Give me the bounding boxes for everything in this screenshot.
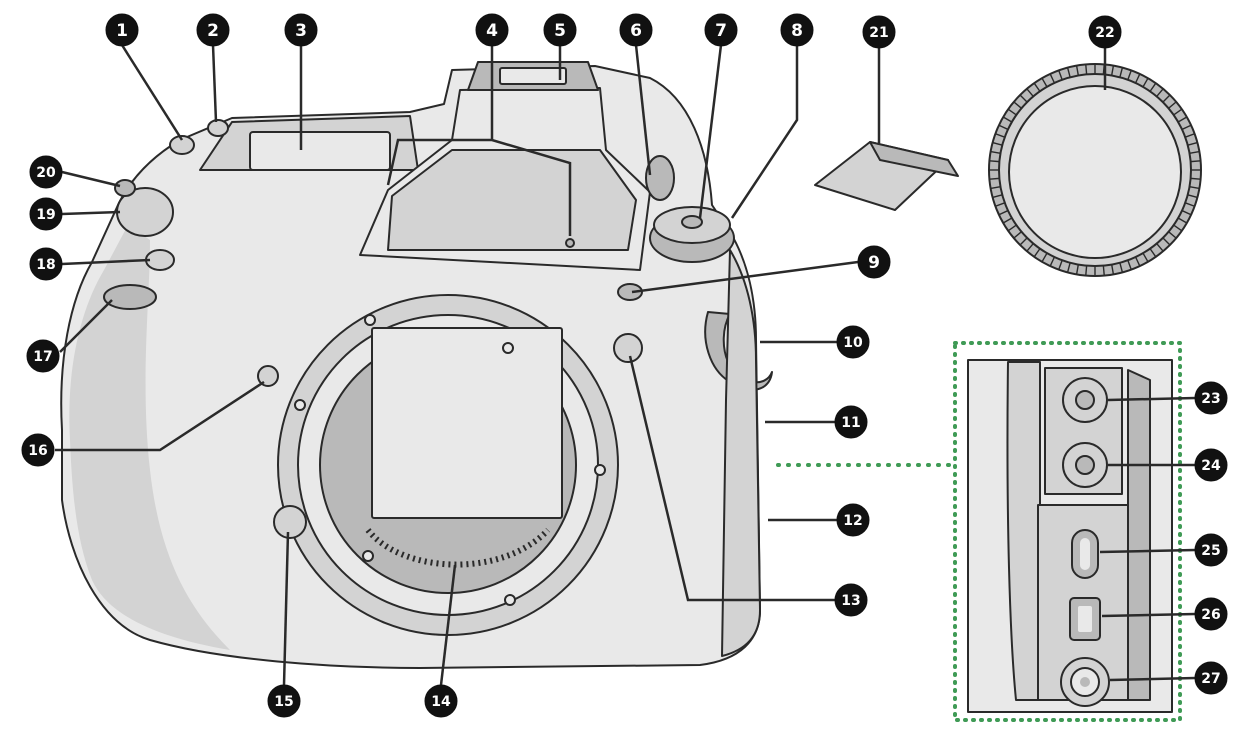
mount-screw [363, 551, 373, 561]
callout-16-label: 16 [28, 443, 47, 459]
callout-6-label: 6 [630, 21, 642, 41]
front-fn-button [614, 334, 642, 362]
remote-release-pin [1080, 677, 1090, 687]
mount-screw [365, 315, 375, 325]
mount-screw [505, 595, 515, 605]
callout-22-label: 22 [1095, 25, 1114, 41]
callout-5-label: 5 [554, 21, 566, 41]
callout-3-label: 3 [295, 21, 307, 41]
hdmi-tongue [1078, 606, 1092, 632]
image-sensor [372, 328, 562, 518]
callout-23-label: 23 [1201, 391, 1220, 407]
leader-19 [62, 212, 120, 214]
headphone-jack-hole [1076, 456, 1094, 474]
leader-1 [122, 45, 182, 140]
callout-7-label: 7 [715, 21, 727, 41]
callout-18-label: 18 [36, 257, 55, 273]
knurl-tick [1191, 178, 1201, 179]
knurl-tick [1086, 266, 1087, 276]
mount-screw [295, 400, 305, 410]
knurl-tick [1103, 266, 1104, 276]
mount-screw [595, 465, 605, 475]
callout-2-label: 2 [207, 21, 219, 41]
mic-jack-hole [1076, 391, 1094, 409]
mount-screw [503, 343, 513, 353]
hot-shoe-cover [815, 142, 958, 210]
callout-20-label: 20 [36, 165, 56, 181]
rear-dial-top [646, 156, 674, 200]
callout-8-label: 8 [791, 21, 803, 41]
usb-c-tongue [1080, 538, 1090, 570]
leader-2 [213, 45, 216, 122]
callout-19-label: 19 [36, 207, 55, 223]
knurl-tick [989, 161, 999, 162]
callout-9-label: 9 [868, 253, 880, 273]
callout-14-label: 14 [431, 694, 451, 710]
on-off-switch [115, 180, 135, 196]
callout-10-label: 10 [843, 335, 863, 351]
callout-21-label: 21 [869, 25, 888, 41]
callout-15-label: 15 [274, 694, 293, 710]
callout-13-label: 13 [841, 593, 860, 609]
callout-24-label: 24 [1201, 458, 1221, 474]
lens-release-button [274, 506, 306, 538]
callout-1-label: 1 [116, 21, 128, 41]
callout-12-label: 12 [843, 513, 862, 529]
callout-17-label: 17 [33, 349, 52, 365]
body-cap [989, 64, 1201, 276]
callout-4-label: 4 [486, 21, 498, 41]
leader-20 [62, 172, 120, 186]
camera-body [61, 62, 772, 668]
mic-hole [566, 239, 574, 247]
hot-shoe-plate [500, 68, 566, 84]
callout-11-label: 11 [841, 415, 860, 431]
leader-8 [732, 45, 797, 218]
top-lcd [250, 132, 390, 170]
exposure-comp-button [208, 120, 228, 136]
callout-27-label: 27 [1201, 671, 1220, 687]
knurl-tick [989, 178, 999, 179]
inset-side [1007, 362, 1040, 700]
callout-25-label: 25 [1201, 543, 1220, 559]
knurl-tick [1086, 64, 1087, 74]
inset-hinge [1128, 370, 1150, 700]
callout-26-label: 26 [1201, 607, 1220, 623]
drive-lever [146, 250, 174, 270]
knurl-tick [1191, 161, 1201, 162]
front-command-dial [104, 285, 156, 309]
